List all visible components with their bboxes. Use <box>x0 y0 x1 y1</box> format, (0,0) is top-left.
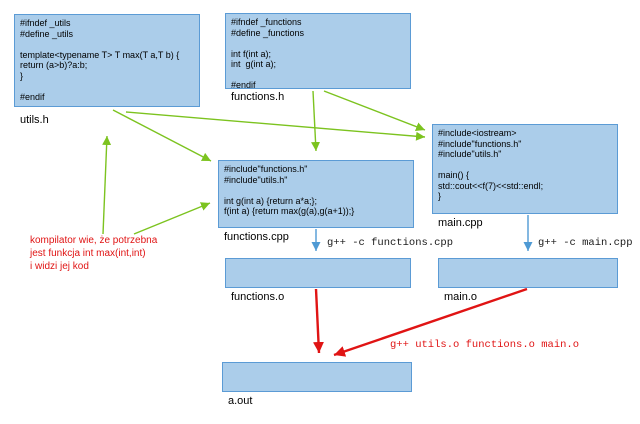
functions-cpp-box: #include"functions.h" #include"utils.h" … <box>218 160 414 228</box>
link-arrow-functions-o-to-a-out <box>312 288 324 354</box>
include-arrow-functions-h-to-main-cpp <box>323 90 426 131</box>
annotation-arrow-to-functions-cpp <box>133 202 211 235</box>
include-arrow-utils-to-main-cpp <box>125 111 426 141</box>
functions-o-label: functions.o <box>231 291 285 303</box>
a-out-box <box>222 362 412 392</box>
compile-functions-command: g++ -c functions.cpp <box>327 237 454 249</box>
main-o-label: main.o <box>444 291 478 303</box>
utils-h-label: utils.h <box>20 114 49 126</box>
functions-cpp-code: #include"functions.h" #include"utils.h" … <box>224 164 355 216</box>
utils-h-code: #ifndef _utils #define _utils template<t… <box>20 18 180 102</box>
main-cpp-label: main.cpp <box>438 217 483 229</box>
compile-main-command: g++ -c main.cpp <box>538 237 633 249</box>
functions-o-box <box>225 258 411 288</box>
a-out-label: a.out <box>228 395 253 407</box>
functions-h-label: functions.h <box>231 91 285 103</box>
main-cpp-box: #include<iostream> #include"functions.h"… <box>432 124 618 214</box>
include-arrow-functions-h-to-functions-cpp <box>311 90 321 152</box>
functions-cpp-label: functions.cpp <box>224 231 289 243</box>
main-o-box <box>438 258 618 288</box>
include-arrow-utils-to-functions-cpp <box>112 109 212 162</box>
annotation-arrow-to-utils-h <box>102 135 112 235</box>
functions-h-code: #ifndef _functions #define _functions in… <box>231 17 305 90</box>
functions-h-box: #ifndef _functions #define _functions in… <box>225 13 411 90</box>
main-cpp-code: #include<iostream> #include"functions.h"… <box>438 128 544 201</box>
link-command: g++ utils.o functions.o main.o <box>390 339 580 351</box>
compiler-annotation: kompilator wie, że potrzebna jest funkcj… <box>30 235 158 272</box>
utils-h-box: #ifndef _utils #define _utils template<t… <box>14 14 200 107</box>
